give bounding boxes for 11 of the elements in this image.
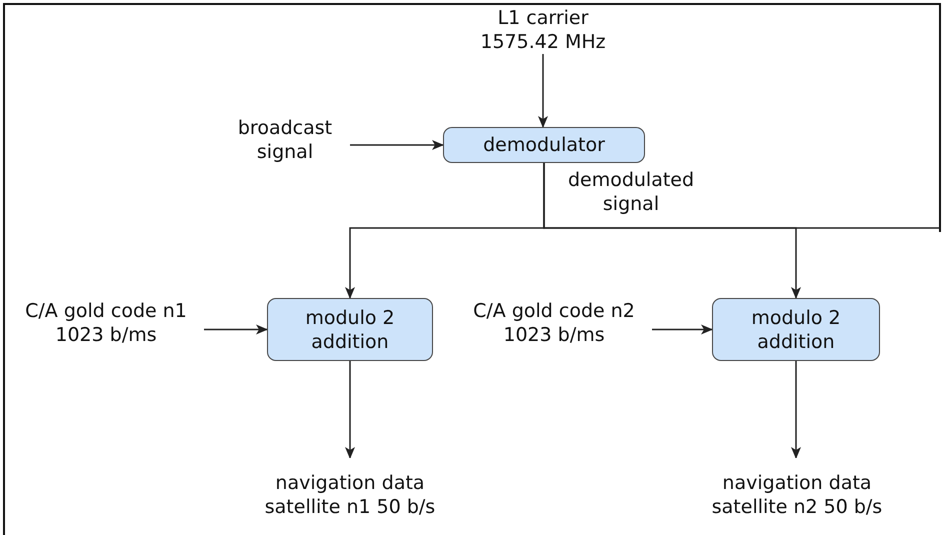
arrow: [345, 361, 355, 459]
arrow: [350, 140, 444, 150]
connector-line: [543, 163, 940, 229]
process-box: modulo 2 addition: [267, 298, 433, 361]
process-box: demodulator: [443, 127, 645, 163]
arrow: [791, 361, 801, 459]
signal-label: demodulated signal: [566, 168, 696, 216]
arrow: [204, 324, 268, 334]
arrow: [538, 54, 548, 128]
process-box: modulo 2 addition: [712, 298, 880, 361]
arrow: [652, 324, 713, 334]
